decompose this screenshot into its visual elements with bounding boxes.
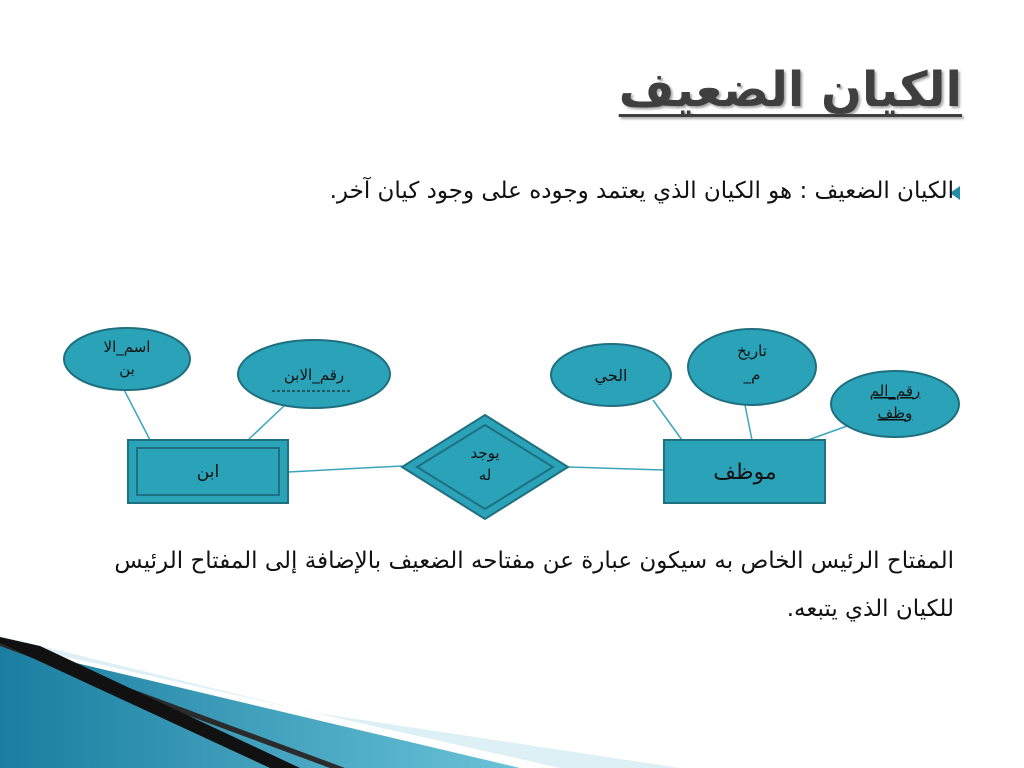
line-alive-strong <box>652 399 683 441</box>
attr-date: تاريخ _م <box>687 328 817 406</box>
identifying-relationship: يوجد له <box>400 413 570 521</box>
attr-child-number-label: رقم_الابن <box>284 366 344 385</box>
attr-date-line1: تاريخ <box>737 342 767 360</box>
primary-key-note: المفتاح الرئيس الخاص به سيكون عبارة عن م… <box>114 548 954 622</box>
attr-employee-number: رقم_الم وظف <box>830 370 960 438</box>
slide-title: الكيان الضعيف <box>618 62 962 118</box>
attr-alive: الحي <box>550 343 672 407</box>
line-relationship-strong <box>567 466 665 471</box>
line-empno-strong <box>807 424 851 441</box>
bullet-marker-icon <box>950 186 960 200</box>
line-childname-weak <box>119 381 151 441</box>
attr-child-name-line1: اسم_الا <box>104 338 151 357</box>
relationship-label-line2: له <box>479 466 492 484</box>
attr-child-name: اسم_الا بن <box>63 327 191 391</box>
attr-employee-number-line1: رقم_الم <box>870 382 921 401</box>
attr-employee-number-line2: وظف <box>878 404 913 422</box>
line-weak-relationship <box>287 465 403 473</box>
connector-lines <box>119 381 851 473</box>
weak-entity-label: ابن <box>197 462 219 482</box>
attr-child-number: رقم_الابن <box>237 339 391 409</box>
line-childnum-weak <box>247 404 286 441</box>
attr-child-name-line2: بن <box>119 360 135 378</box>
relationship-label-line1: يوجد <box>470 444 499 462</box>
attr-alive-label: الحي <box>595 366 628 386</box>
strong-entity: موظف <box>663 439 826 504</box>
attr-date-line2: _م <box>743 366 761 385</box>
weak-entity: ابن <box>127 439 289 504</box>
line-date-strong <box>744 404 753 441</box>
decorative-stripes <box>0 636 680 768</box>
strong-entity-label: موظف <box>713 460 776 485</box>
definition-bullet: الكيان الضعيف : هو الكيان الذي يعتمد وجو… <box>329 178 954 204</box>
